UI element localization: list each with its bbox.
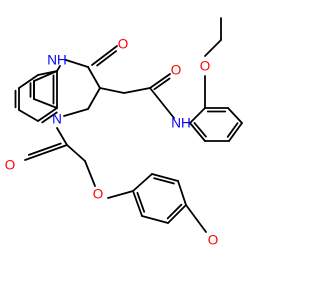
bond-10-double	[41, 111, 58, 124]
bond-5	[56, 65, 61, 72]
bond-13	[87, 87, 101, 110]
bond-16	[99, 87, 125, 94]
bond-23	[228, 122, 243, 142]
bond-33	[107, 190, 134, 199]
bond-14	[63, 108, 89, 117]
label-o-phenoxy: O	[93, 187, 104, 202]
bond-30	[24, 144, 68, 161]
bond-15	[91, 45, 118, 66]
bond-20	[189, 107, 206, 124]
bond-25-double	[193, 122, 207, 138]
label-o-methoxy: O	[208, 233, 219, 248]
atom-labels: NH N NH O O O O O O	[5, 37, 219, 248]
bond-40	[185, 204, 207, 233]
label-o-ring-carbonyl: O	[118, 37, 129, 52]
bond-15-double	[96, 50, 118, 67]
label-n-ring: N	[52, 112, 62, 127]
bond-34	[132, 173, 153, 192]
bond-12	[87, 66, 101, 89]
bond-39	[132, 190, 143, 217]
bonds	[14, 17, 243, 233]
molecule-structure: NH N NH O O O O O O	[5, 17, 243, 248]
bond-35	[151, 173, 179, 182]
bond-35-double	[153, 177, 175, 185]
bond-27	[204, 39, 222, 57]
bond-6	[37, 70, 58, 76]
bond-17	[123, 87, 151, 94]
bond-11	[65, 59, 89, 68]
bond-9	[18, 109, 39, 122]
bond-22	[227, 107, 243, 124]
label-o-ethoxy: O	[200, 59, 211, 74]
label-o-acyl: O	[5, 158, 16, 173]
bond-37	[167, 204, 187, 224]
bond-36	[177, 180, 187, 206]
bond-18	[149, 73, 171, 89]
bond-38	[141, 215, 169, 224]
bond-32	[84, 160, 96, 187]
bond-30-double	[27, 142, 62, 156]
label-nh-amide: NH	[171, 116, 191, 131]
bond-29	[56, 127, 68, 146]
bond-39-double	[136, 191, 146, 213]
bond-25	[189, 122, 206, 142]
bond-7	[18, 74, 39, 89]
label-o-amide: O	[171, 63, 182, 78]
bond-18-double	[153, 77, 171, 91]
bond-31	[66, 144, 86, 162]
bond-19	[149, 87, 175, 119]
bond-10	[37, 107, 58, 122]
bond-3	[33, 98, 58, 109]
bond-37-double	[166, 203, 183, 220]
label-nh-ring: NH	[47, 53, 67, 68]
bond-23-double	[226, 122, 239, 138]
